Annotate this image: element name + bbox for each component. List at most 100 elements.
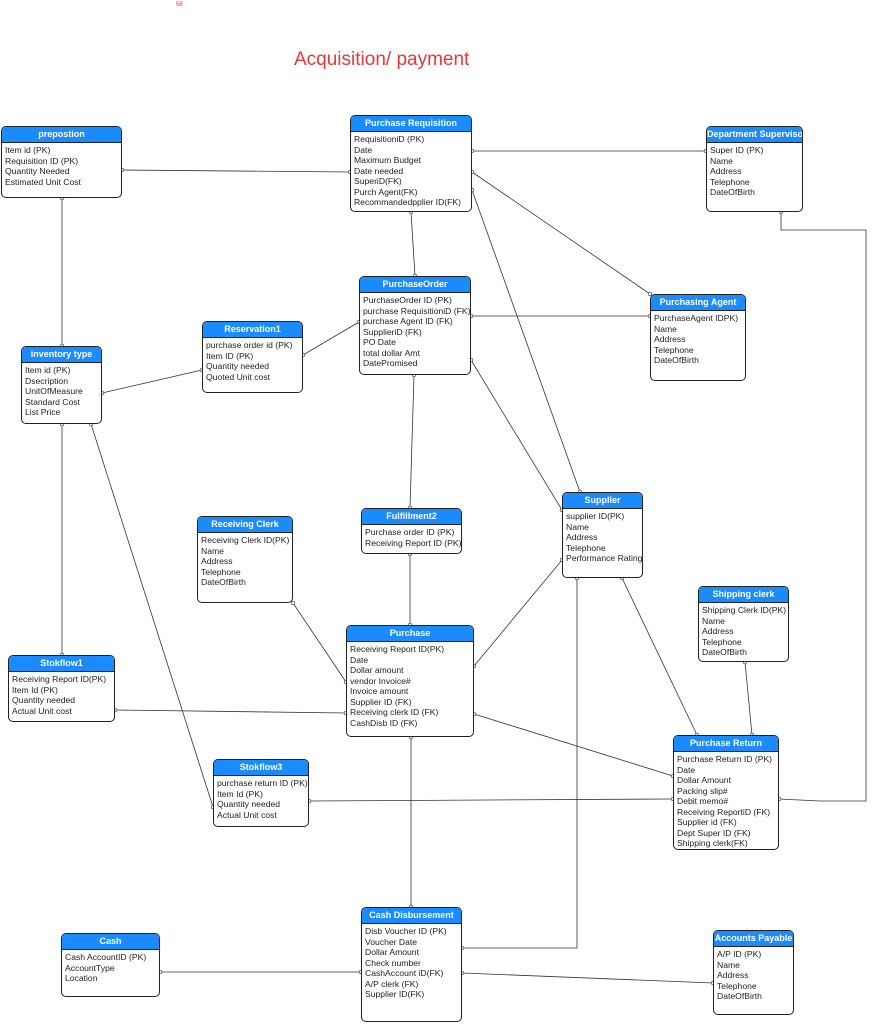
entity-stokflow1[interactable]: Stokflow1 Receiving Report ID(PK)Item Id…: [8, 655, 115, 722]
entity-fulfillment2[interactable]: Fulfillment2 Purchase order ID (PK)Recei…: [361, 508, 462, 554]
attribute-row: Invoice amount: [350, 686, 409, 696]
attribute-row: Packing slip#: [677, 785, 728, 796]
attribute-row: Name: [566, 521, 589, 532]
attribute-row: supplier ID(PK): [566, 511, 625, 521]
relationship-line: [121, 169, 351, 173]
entity-shipping-clerk[interactable]: Shipping clerk Shipping Clerk ID(PK)Name…: [698, 586, 789, 662]
attribute-row: purchase order id (PK): [206, 340, 293, 350]
attribute-row: Requisition ID (PK): [5, 155, 79, 166]
relationship-line: [461, 972, 714, 984]
attribute-row: Super ID (PK): [710, 145, 764, 155]
entity-title: Receiving Clerk: [198, 517, 292, 533]
attribute-row: Maximum Budget: [354, 155, 421, 165]
attribute-row: Cash AccountID (PK): [65, 952, 147, 962]
attribute-row: Supplier ID(FK): [365, 989, 425, 999]
entity-title: Stokflow1: [9, 656, 114, 672]
attribute-row: Supplier ID (FK): [350, 696, 412, 707]
page-title: Acquisition/ payment: [294, 49, 470, 70]
relationship-line: [473, 713, 674, 777]
attribute-row: Recommandedpplier ID(FK): [354, 197, 461, 207]
attribute-row: Location: [65, 973, 98, 983]
entity-title: prepostion: [2, 127, 121, 143]
attribute-row: DatePromised: [363, 358, 418, 368]
attribute-row: Performance Rating: [566, 553, 643, 563]
entity-purchase-requisition[interactable]: Purchase Requisition RequisitioniD (PK)D…: [350, 115, 472, 212]
attribute-row: AccountType: [65, 962, 115, 973]
relationship-line: [778, 212, 867, 802]
entity-title: Fulfillment2: [362, 509, 461, 525]
entity-cash-disbursement[interactable]: Cash Disbursement Disb Voucher ID (PK)Vo…: [361, 907, 462, 1022]
attribute-row: Estimated Unit Cost: [5, 176, 81, 187]
attribute-row: SupplieriD (FK): [363, 326, 422, 337]
attribute-row: Receiving Clerk ID(PK): [201, 535, 290, 545]
attribute-row: DateOfBirth: [702, 647, 747, 657]
attribute-row: Purch Agent(FK): [354, 186, 418, 197]
attribute-list: Item id (PK)Requisition ID (PK)Quantity …: [2, 143, 121, 187]
attribute-row: vendor Invoice#: [350, 675, 411, 686]
entity-title: Supplier: [563, 493, 642, 509]
entity-purchase-order[interactable]: PurchaseOrder PurchaseOrder ID (PK)purch…: [359, 276, 471, 375]
attribute-row: Standard Cost: [25, 396, 80, 407]
entity-title: Purchase Return: [674, 736, 778, 752]
attribute-row: Dollar amount: [350, 665, 404, 675]
attribute-row: Receiving clerk ID (FK): [350, 707, 439, 717]
page-mark: 58: [176, 2, 183, 8]
attribute-row: A/P clerk (FK): [365, 978, 419, 989]
attribute-row: Dollar Amount: [365, 947, 419, 957]
entity-prepostion[interactable]: prepostion Item id (PK)Requisition ID (P…: [1, 126, 122, 198]
attribute-list: PurchaseOrder ID (PK)purchase Requisitio…: [360, 293, 470, 369]
attribute-row: Supplier id (FK): [677, 817, 737, 827]
attribute-row: DateOfBirth: [717, 991, 762, 1001]
attribute-row: SuperiD(FK): [354, 176, 402, 186]
attribute-row: Receiving Report ID(PK): [12, 674, 107, 684]
entity-purchase-return[interactable]: Purchase Return Purchase Return ID (PK)D…: [673, 735, 779, 850]
attribute-row: Shipping clerk(FK): [677, 838, 748, 848]
relationship-line: [114, 709, 347, 714]
attribute-row: Address: [201, 556, 233, 566]
attribute-row: Actual Unit cost: [217, 809, 277, 820]
attribute-row: Quantity needed: [12, 695, 76, 705]
relationship-line: [410, 211, 416, 277]
entity-purchasing-agent[interactable]: Purchasing Agent PurchaseAgent IDPK)Name…: [650, 294, 746, 381]
attribute-row: Name: [201, 545, 224, 556]
entity-title: Purchase: [347, 626, 473, 642]
entity-title: Reservation1: [203, 322, 302, 338]
attribute-list: purchase return ID (PK)Item Id (PK)Quant…: [214, 776, 308, 820]
attribute-list: purchase order id (PK)Item ID (PK)Quanti…: [203, 338, 302, 382]
entity-title: Cash Disbursement: [362, 908, 461, 924]
entity-title: Cash: [62, 934, 159, 950]
attribute-row: Address: [566, 532, 598, 542]
attribute-row: total dollar Amt: [363, 347, 420, 358]
attribute-row: Check number: [365, 957, 421, 968]
attribute-row: Telephone: [702, 636, 742, 647]
entity-receiving-clerk[interactable]: Receiving Clerk Receiving Clerk ID(PK)Na…: [197, 516, 293, 603]
attribute-row: Name: [710, 155, 733, 166]
relationship-line: [90, 423, 214, 808]
attribute-row: Telephone: [717, 980, 757, 991]
attribute-row: Telephone: [654, 344, 694, 355]
attribute-row: Name: [654, 323, 677, 334]
attribute-row: purchase return ID (PK): [217, 778, 308, 788]
entity-reservation1[interactable]: Reservation1 purchase order id (PK)Item …: [202, 321, 303, 393]
attribute-row: Receiving Report ID (PK): [365, 537, 462, 548]
attribute-row: Dsecription: [25, 375, 68, 386]
entity-title: Stokflow3: [214, 760, 308, 776]
entity-stokflow3[interactable]: Stokflow3 purchase return ID (PK)Item Id…: [213, 759, 309, 827]
attribute-row: Address: [717, 970, 749, 980]
attribute-row: PurchaseAgent IDPK): [654, 313, 739, 323]
attribute-row: Purchase Return ID (PK): [677, 754, 773, 764]
attribute-list: Receiving Report ID(PK)Item Id (PK)Quant…: [9, 672, 114, 716]
attribute-row: Receiving Report ID(PK): [350, 644, 445, 654]
